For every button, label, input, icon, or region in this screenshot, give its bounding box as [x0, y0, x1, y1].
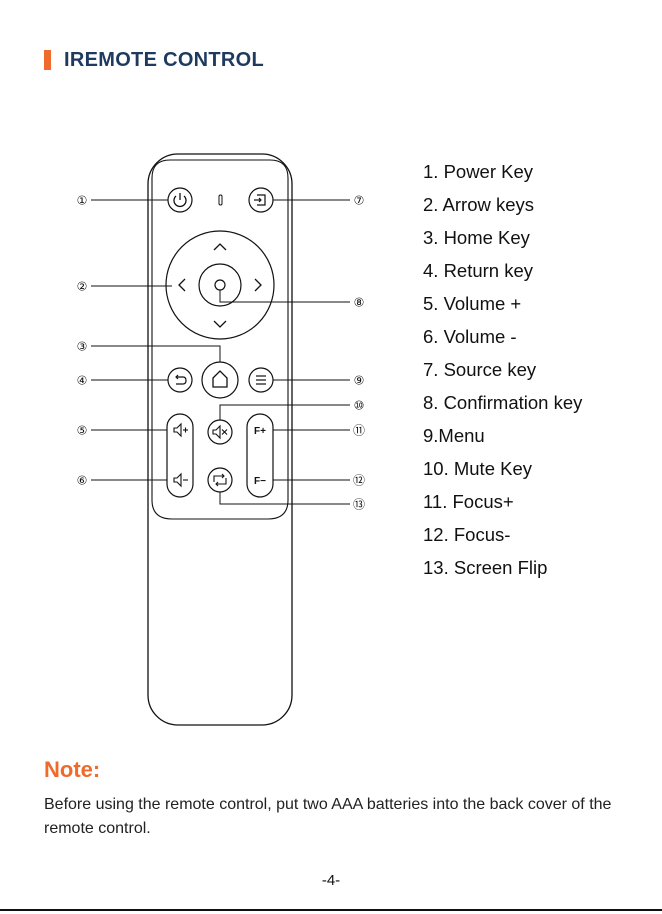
- home-key[interactable]: [201, 361, 239, 399]
- source-icon: [254, 194, 266, 206]
- power-key[interactable]: [167, 187, 193, 213]
- menu-key[interactable]: [248, 367, 274, 393]
- arrow-keys[interactable]: [165, 230, 275, 340]
- indicator-led: [218, 194, 223, 206]
- remote-key-panel: [151, 159, 289, 520]
- legend-item: 10. Mute Key: [423, 458, 533, 479]
- ok-icon: [214, 279, 226, 291]
- arrow-left-icon: [178, 278, 186, 292]
- callout-5: ⑤: [77, 424, 88, 438]
- callout-3: ③: [77, 340, 88, 354]
- page-number: -4-: [321, 872, 341, 889]
- callout-10: ⑩: [354, 399, 365, 413]
- callout-7: ⑦: [354, 194, 365, 208]
- legend-item: 11. Focus+: [423, 491, 514, 512]
- return-icon: [176, 376, 187, 385]
- remote-body: [147, 153, 293, 726]
- callout-13: ⑬: [353, 498, 365, 512]
- source-key[interactable]: [248, 187, 274, 213]
- screen-flip-key[interactable]: [207, 467, 233, 493]
- arrow-right-icon: [254, 278, 262, 292]
- mute-key[interactable]: [207, 419, 233, 445]
- key-legend-list: 1. Power Key 2. Arrow keys 3. Home Key 4…: [423, 160, 582, 589]
- callout-1: ①: [77, 194, 88, 208]
- home-icon: [212, 370, 228, 388]
- legend-item: 9.Menu: [423, 425, 485, 446]
- legend-item: 3. Home Key: [423, 227, 530, 248]
- legend-item: 1. Power Key: [423, 161, 534, 182]
- arrow-up-icon: [213, 243, 227, 251]
- volume-plus-icon: [173, 422, 188, 438]
- legend-item: 5. Volume +: [423, 293, 522, 314]
- volume-rocker[interactable]: [166, 413, 194, 498]
- mute-icon: [212, 424, 228, 440]
- legend-item: 4. Return key: [423, 260, 534, 281]
- screen-flip-icon: [213, 473, 227, 487]
- focus-plus-label: F+: [254, 426, 266, 437]
- legend-item: 7. Source key: [423, 359, 537, 380]
- legend-item: 2. Arrow keys: [423, 194, 535, 215]
- volume-minus-icon: [173, 472, 188, 488]
- arrow-down-icon: [213, 320, 227, 328]
- leader-lines: [91, 199, 350, 505]
- page-title: IREMOTE CONTROL: [64, 49, 265, 71]
- callout-8: ⑧: [354, 296, 365, 310]
- focus-rocker[interactable]: F+ F−: [246, 413, 274, 498]
- menu-icon: [256, 375, 266, 385]
- callout-11: ⑪: [353, 424, 365, 438]
- return-key[interactable]: [167, 367, 193, 393]
- focus-minus-label: F−: [254, 476, 266, 487]
- callout-9: ⑨: [354, 374, 365, 388]
- power-icon: [173, 195, 187, 208]
- legend-item: 13. Screen Flip: [423, 557, 548, 578]
- callout-12: ⑫: [353, 474, 365, 488]
- callout-2: ②: [77, 280, 88, 294]
- note-text: Before using the remote control, put two…: [44, 796, 612, 837]
- legend-item: 6. Volume -: [423, 326, 517, 347]
- callout-6: ⑥: [77, 474, 88, 488]
- legend-item: 8. Confirmation key: [423, 392, 583, 413]
- header-accent-bar: [44, 50, 51, 70]
- legend-item: 12. Focus-: [423, 524, 511, 545]
- note-heading: Note:: [44, 757, 101, 782]
- footer-rule: [0, 909, 662, 911]
- callout-4: ④: [77, 374, 88, 388]
